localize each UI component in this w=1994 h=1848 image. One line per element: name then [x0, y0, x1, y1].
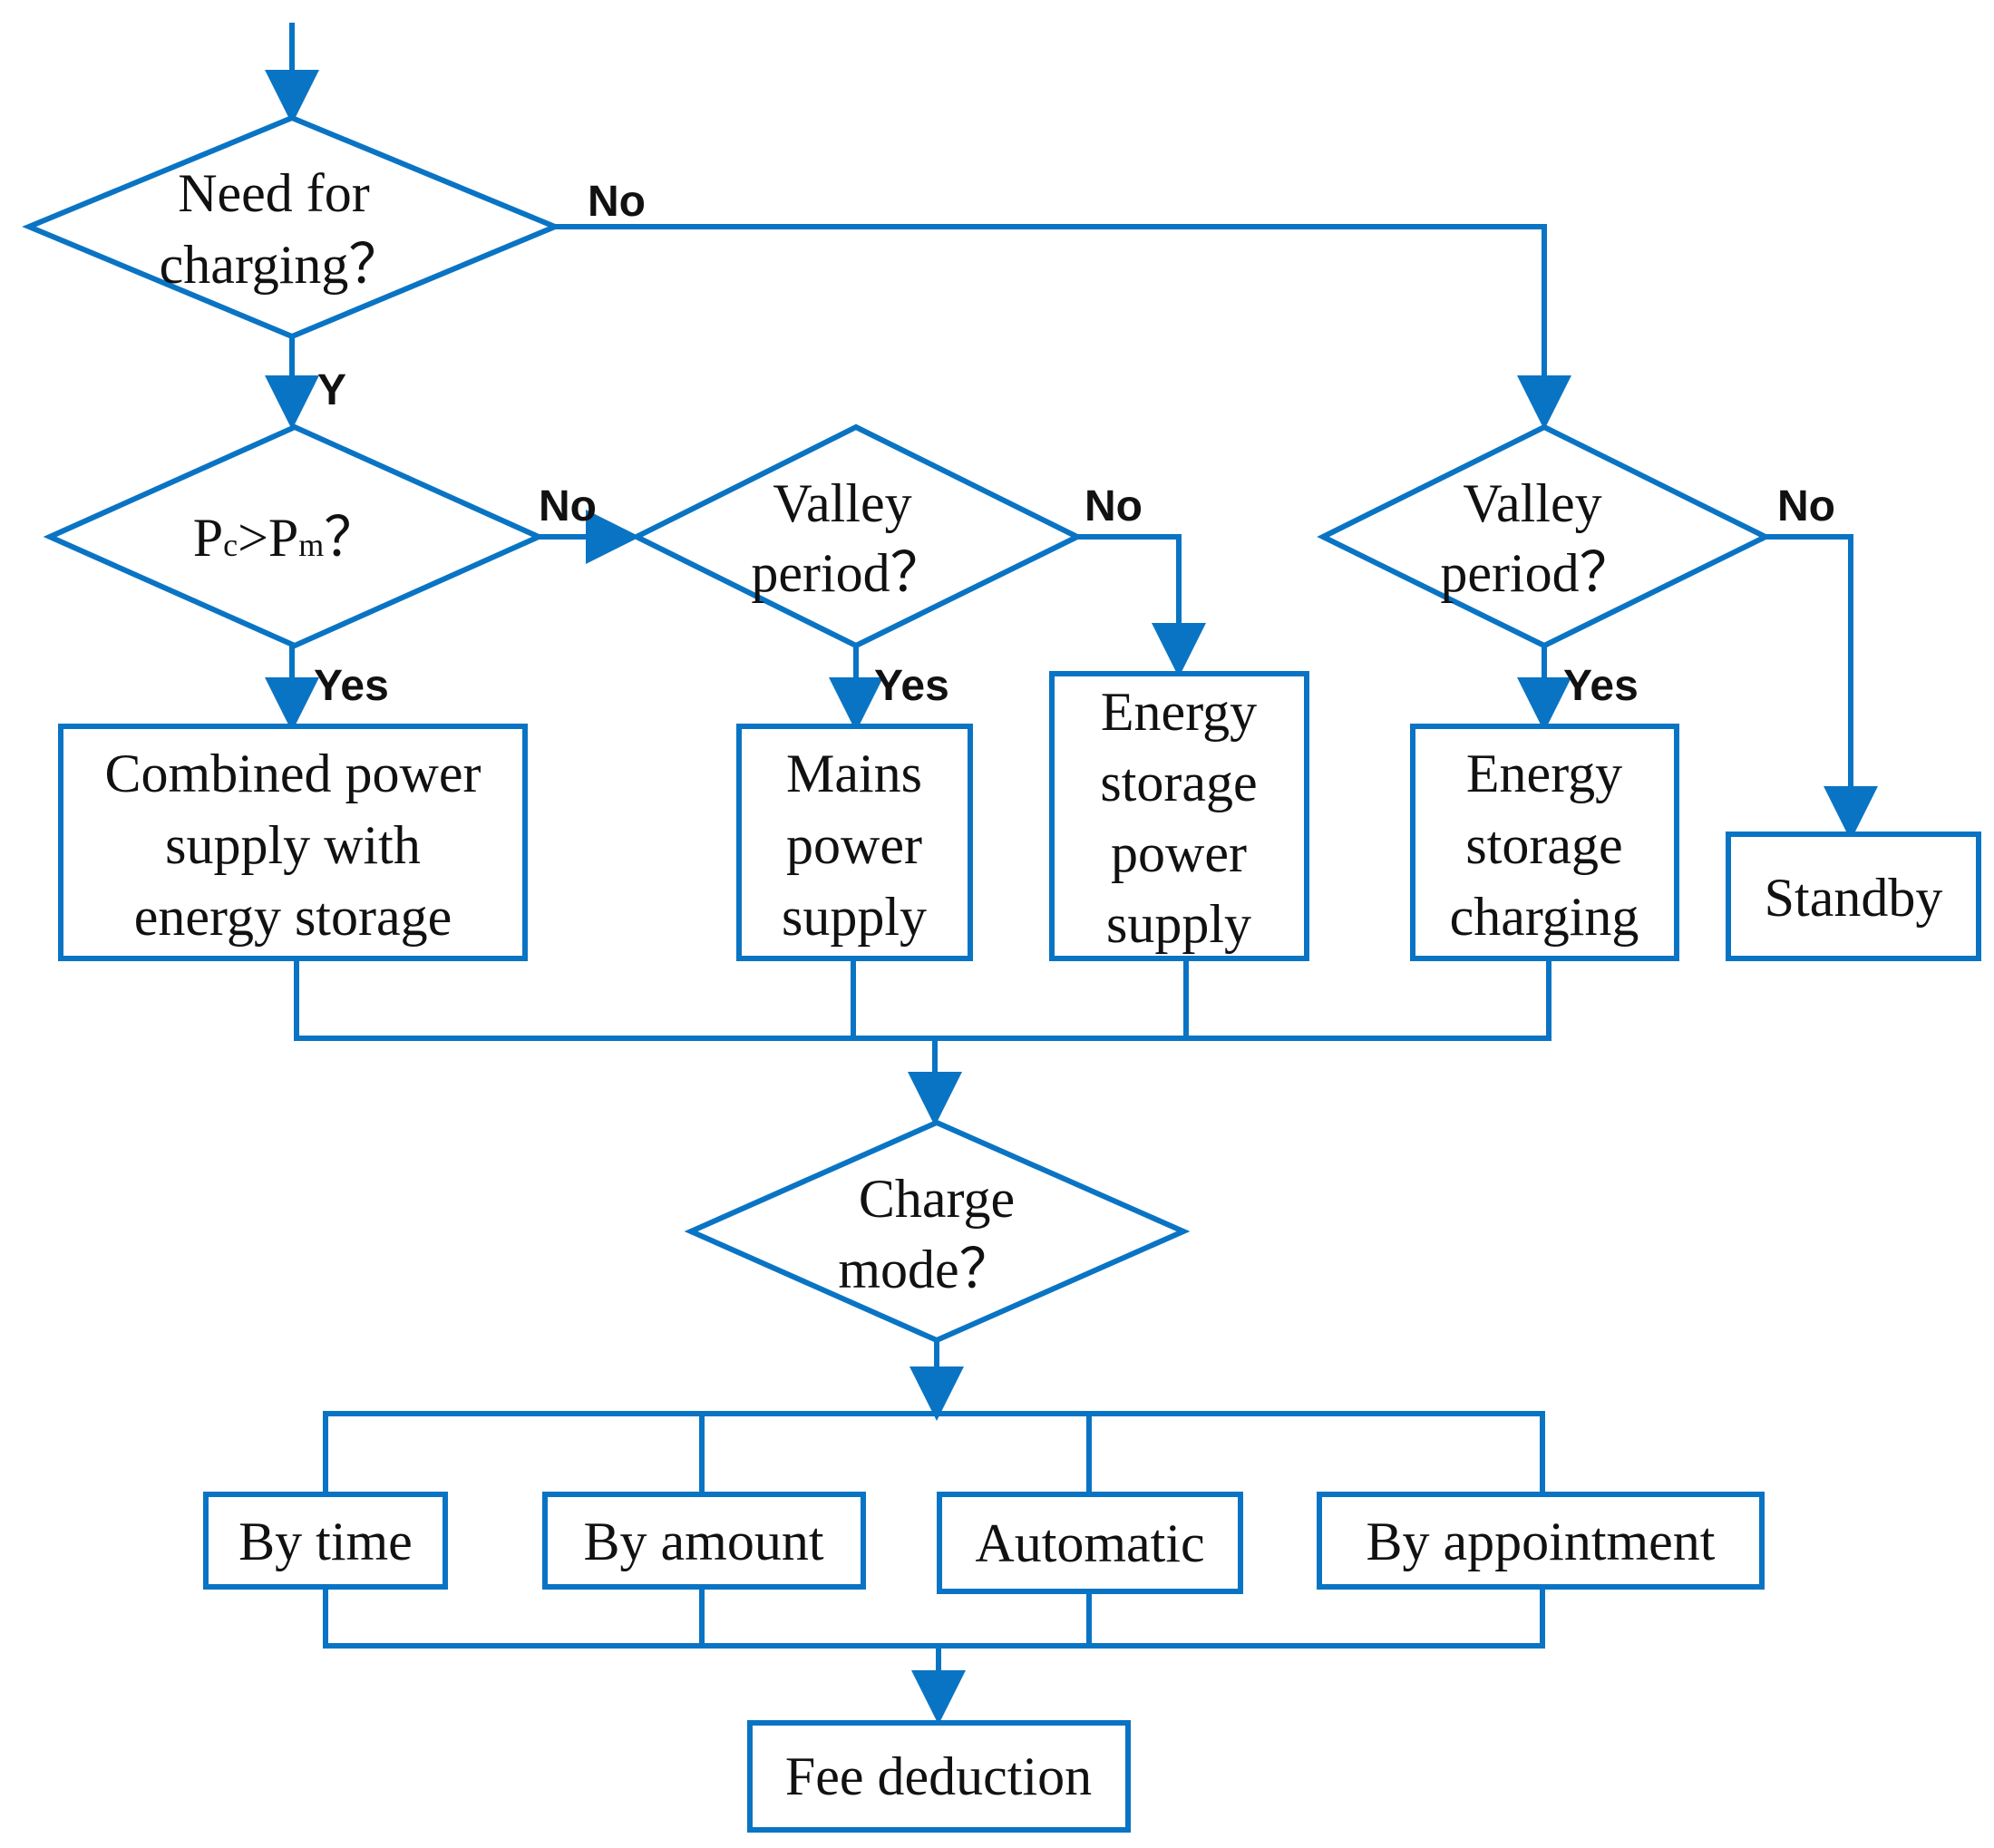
- mains-line-2: power: [786, 815, 922, 875]
- box-combined-supply: Combined power supply with energy storag…: [58, 724, 528, 961]
- valley1-no-arrow: [1077, 534, 1206, 677]
- edge-labels: No Y No Yes No Yes No Yes: [314, 178, 1835, 710]
- standby-label: Standby: [1765, 868, 1943, 928]
- valley1-line-2: period？: [751, 543, 944, 603]
- box-fee-deduction: Fee deduction: [747, 1720, 1131, 1833]
- valley2-yes-label: Yes: [1563, 662, 1639, 710]
- box-standby: Standby: [1726, 832, 1981, 961]
- decision-valley-period-1: Valley period？: [630, 423, 1084, 649]
- combined-line-1: Combined power: [105, 744, 481, 803]
- box-mains-supply: Mains power supply: [736, 724, 973, 961]
- valley1-no-label: No: [1085, 482, 1143, 530]
- mains-line-1: Mains: [786, 744, 922, 803]
- decision-valley-period-2: Valley period？: [1317, 423, 1772, 649]
- pc-no-label: No: [539, 482, 597, 530]
- es-supply-line-1: Energy: [1101, 682, 1257, 742]
- es-charging-line-1: Energy: [1466, 744, 1622, 803]
- es-supply-line-3: power: [1111, 823, 1247, 883]
- valley2-line-2: period？: [1440, 543, 1633, 603]
- valley1-yes-label: Yes: [874, 662, 949, 710]
- es-supply-line-2: storage: [1100, 753, 1257, 812]
- pc-yes-label: Yes: [314, 662, 389, 710]
- need-no-arrow: [555, 224, 1571, 430]
- by-appointment-label: By appointment: [1367, 1512, 1716, 1571]
- need-yes-label: Y: [317, 366, 346, 414]
- decision-need-charging: Need for charging？: [22, 114, 562, 340]
- box-by-amount: By amount: [542, 1492, 866, 1590]
- merge-bus: [294, 958, 1551, 1041]
- decision-charge-mode: Charge mode？: [684, 1119, 1191, 1344]
- es-supply-line-4: supply: [1106, 894, 1251, 954]
- by-amount-label: By amount: [584, 1512, 824, 1571]
- combined-line-3: energy storage: [134, 887, 452, 947]
- pc-gt-pm-label: Pc>Pm？: [193, 508, 379, 568]
- box-energy-storage-supply: Energy storage power supply: [1049, 671, 1309, 961]
- valley2-line-1: Valley: [1463, 473, 1601, 533]
- charge-mode-line-2: mode？: [838, 1240, 1013, 1299]
- need-charging-line-1: Need for: [178, 163, 370, 223]
- es-charging-line-3: charging: [1450, 887, 1639, 947]
- connectors: [265, 23, 1878, 1725]
- box-by-appointment: By appointment: [1317, 1492, 1765, 1590]
- es-charging-line-2: storage: [1465, 815, 1622, 875]
- by-time-label: By time: [238, 1512, 413, 1571]
- combined-line-2: supply with: [165, 815, 421, 875]
- box-automatic: Automatic: [937, 1492, 1243, 1594]
- valley2-no-arrow: [1765, 534, 1878, 841]
- mains-line-3: supply: [782, 887, 927, 947]
- need-charging-line-2: charging？: [160, 235, 404, 295]
- automatic-label: Automatic: [975, 1513, 1204, 1573]
- box-energy-storage-charging: Energy storage charging: [1410, 724, 1679, 961]
- need-no-label: No: [588, 178, 646, 226]
- valley2-no-label: No: [1777, 482, 1835, 530]
- mode-join-bus: [323, 1588, 1545, 1649]
- fee-deduction-label: Fee deduction: [785, 1746, 1092, 1806]
- charge-mode-line-1: Charge: [859, 1169, 1015, 1229]
- box-by-time: By time: [203, 1492, 448, 1590]
- mode-split-bus: [323, 1411, 1545, 1492]
- decision-pc-gt-pm: Pc>Pm？: [43, 423, 546, 649]
- valley1-line-1: Valley: [773, 473, 911, 533]
